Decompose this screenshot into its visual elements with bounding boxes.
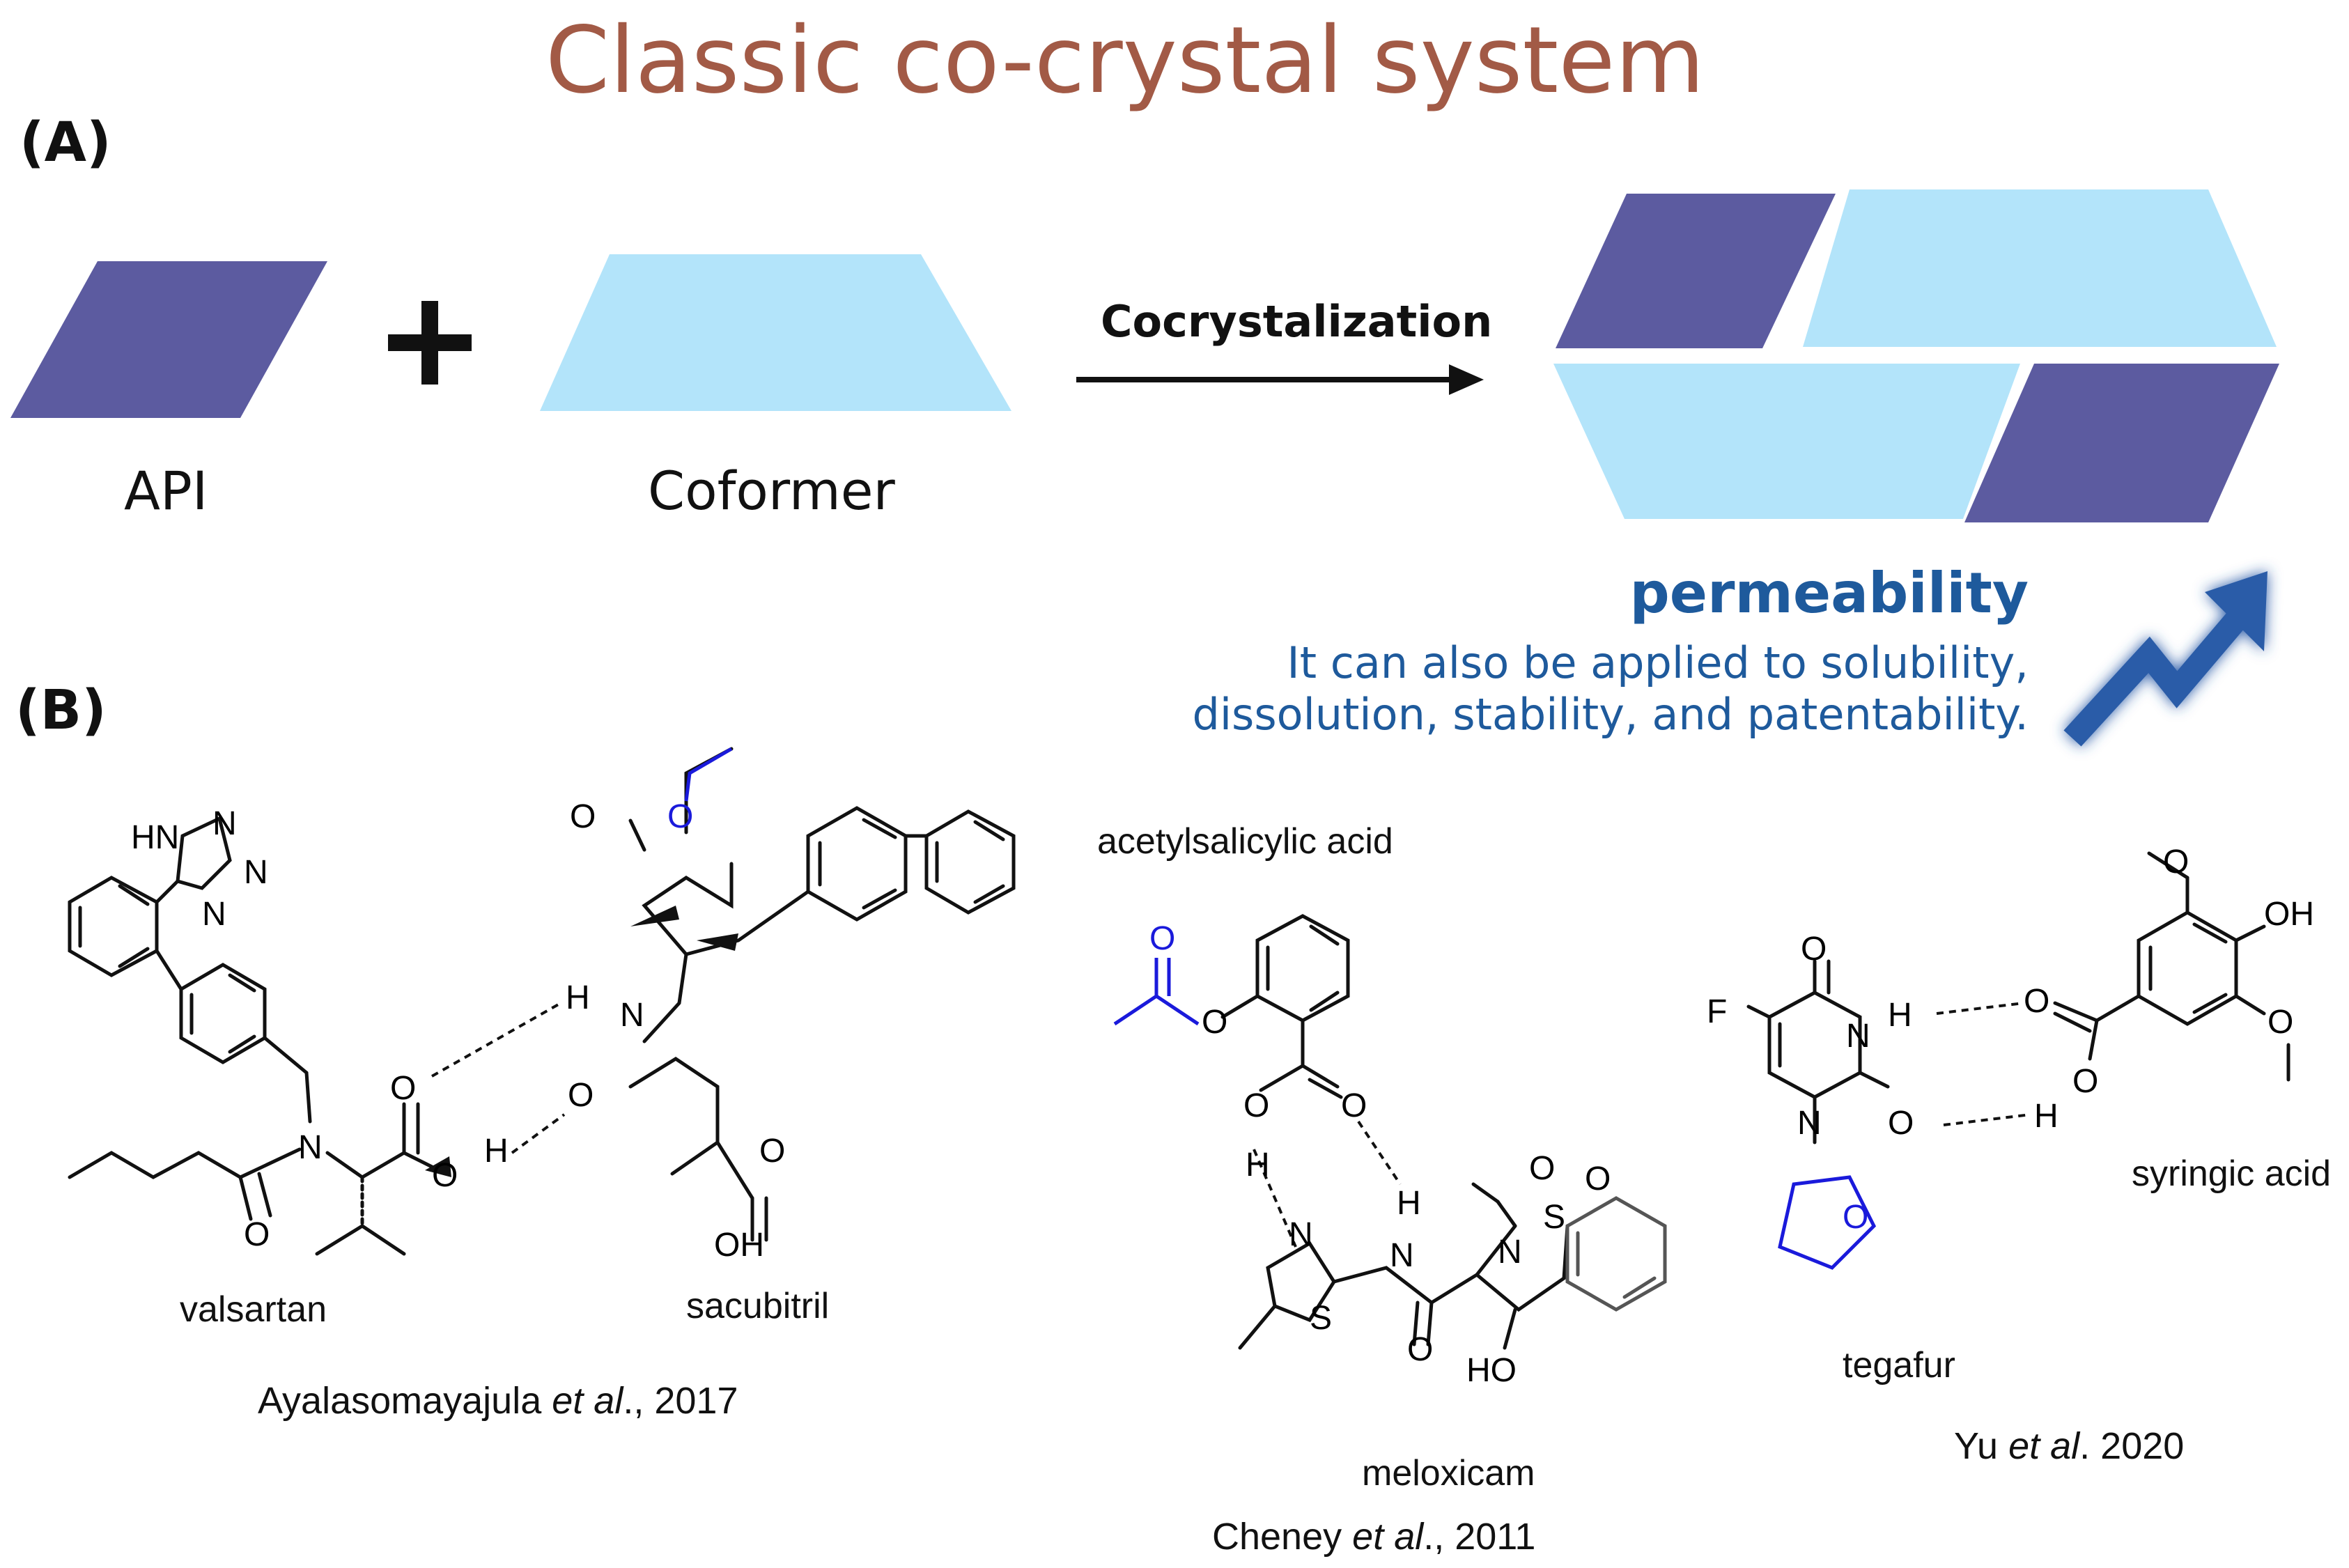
atom-label: O	[432, 1157, 458, 1194]
citation-author: Cheney	[1212, 1516, 1342, 1558]
cocrystalization-label: Cocrystalization	[1101, 296, 1493, 347]
atom-label: N	[1846, 1018, 1870, 1055]
citation-year: . 2020	[2079, 1425, 2185, 1467]
atom-label: H	[566, 979, 590, 1016]
atom-label: O	[1341, 1087, 1367, 1124]
atom-label: N	[202, 896, 226, 933]
atom-label: O	[2267, 1004, 2294, 1041]
atom-label: H	[1888, 997, 1912, 1034]
panel-b-label: (B)	[15, 679, 107, 742]
atom-label: N	[212, 805, 237, 842]
citation-yu: Yu et al. 2020	[1954, 1425, 2184, 1468]
api-shape	[10, 261, 327, 418]
atom-label: O	[1243, 1087, 1270, 1124]
molecule-name-meloxicam: meloxicam	[1362, 1453, 1535, 1493]
atom-label: N	[1390, 1237, 1414, 1274]
benefit-note-line-2: dissolution, stability, and patentabilit…	[1192, 689, 2029, 740]
atom-label: O	[1585, 1161, 1611, 1197]
panel-a-label: (A)	[20, 111, 111, 174]
atom-label: OH	[714, 1227, 764, 1264]
trend-up-arrow-icon	[2063, 571, 2267, 747]
atom-label: O	[667, 798, 694, 835]
atom-label: S	[1310, 1300, 1333, 1337]
atom-label: O	[1202, 1004, 1228, 1041]
atom-label: O	[1843, 1199, 1869, 1236]
benefit-title: permeability	[1629, 561, 2029, 626]
citation-ayalasomayajula: Ayalasomayajula et al., 2017	[258, 1379, 738, 1422]
citation-author: Yu	[1954, 1425, 1999, 1467]
molecule-name-syringic-acid: syringic acid	[2132, 1154, 2332, 1194]
cocrystal-assembly	[1553, 189, 2279, 522]
api-label: API	[124, 460, 208, 522]
atom-label: N	[1797, 1105, 1822, 1142]
citation-author: Ayalasomayajula	[258, 1380, 542, 1422]
citation-etal: et al	[552, 1380, 623, 1422]
reaction-arrow-icon	[1076, 364, 1484, 395]
atom-label: N	[1289, 1216, 1313, 1253]
atom-label: H	[1397, 1185, 1421, 1222]
atom-label: O	[759, 1133, 786, 1170]
molecule-name-valsartan: valsartan	[180, 1289, 327, 1330]
atom-label: S	[1543, 1199, 1566, 1236]
valsartan-ring-2	[179, 963, 267, 1064]
atom-label: O	[2072, 1063, 2099, 1100]
citation-cheney: Cheney et al., 2011	[1212, 1515, 1535, 1558]
atom-label: O	[1529, 1150, 1556, 1187]
atom-label: H	[2034, 1098, 2059, 1135]
atom-label: N	[244, 854, 268, 891]
atom-label: O	[244, 1216, 270, 1253]
atom-label: H	[1246, 1147, 1270, 1183]
atom-label: N	[1498, 1234, 1522, 1271]
atom-label: O	[568, 1077, 594, 1114]
molecule-name-tegafur: tegafur	[1843, 1345, 1955, 1385]
molecule-name-acetylsalicylic-acid: acetylsalicylic acid	[1097, 821, 1393, 862]
atom-label: N	[620, 997, 644, 1034]
molecule-name-sacubitril: sacubitril	[686, 1286, 830, 1326]
atom-label: OH	[2264, 896, 2314, 933]
atom-label: O	[1407, 1331, 1434, 1368]
plus-icon	[388, 301, 472, 385]
atom-label: H	[484, 1133, 509, 1170]
atom-label: N	[298, 1129, 323, 1166]
atom-label: F	[1707, 993, 1728, 1030]
atom-label: O	[2024, 983, 2050, 1020]
benefit-note: It can also be applied to solubility, di…	[1192, 637, 2029, 740]
citation-etal: et al	[2008, 1425, 2080, 1467]
atom-label: O	[2163, 844, 2189, 880]
citation-year: ., 2017	[623, 1380, 738, 1422]
atom-label: HN	[131, 819, 180, 856]
atom-label: O	[1888, 1105, 1914, 1142]
atom-label: HO	[1466, 1352, 1517, 1389]
atom-label: O	[390, 1070, 417, 1107]
coformer-shape	[540, 254, 1011, 411]
figure-title: Classic co-crystal system	[545, 7, 1705, 114]
atom-label: O	[570, 798, 596, 835]
benefit-note-line-1: It can also be applied to solubility,	[1287, 637, 2029, 688]
coformer-label: Coformer	[648, 460, 895, 522]
valsartan-ring-1	[68, 876, 159, 977]
atom-label: O	[1801, 931, 1827, 968]
citation-etal: et al	[1352, 1516, 1424, 1558]
citation-year: ., 2011	[1423, 1516, 1536, 1558]
atom-label: O	[1149, 920, 1176, 957]
